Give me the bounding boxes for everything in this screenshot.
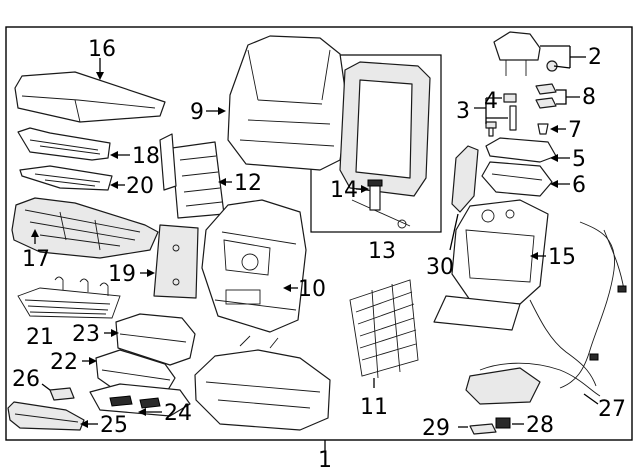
callout-6: 6 — [572, 173, 586, 198]
part-6-top-trim — [481, 161, 553, 197]
callout-3: 3 — [456, 99, 470, 124]
part-16-cushion-pad — [14, 71, 166, 123]
part-18-heater-pad — [17, 127, 111, 161]
part-26-clip — [49, 387, 75, 401]
callout-2: 2 — [588, 45, 602, 70]
callout-8: 8 — [582, 85, 596, 110]
part-28-connector — [495, 417, 511, 429]
callout-10: 10 — [298, 277, 326, 302]
callout-5: 5 — [572, 147, 586, 172]
callout-25: 25 — [100, 413, 128, 438]
part-30-side-bolster — [451, 145, 479, 213]
part-29-terminal — [469, 423, 497, 435]
part-2-headrest — [493, 31, 558, 76]
part-14-actuator — [367, 179, 383, 211]
part-21-spring-mat — [17, 276, 121, 319]
part-12-lumbar — [159, 133, 225, 219]
callout-26: 26 — [12, 367, 40, 392]
callout-4: 4 — [484, 89, 498, 114]
callout-23: 23 — [72, 322, 100, 347]
part-11-spring-suspension — [349, 279, 419, 379]
callout-30: 30 — [426, 255, 454, 280]
part-3-bolt — [485, 121, 497, 137]
callout-27: 27 — [598, 397, 626, 422]
callout-19: 19 — [108, 262, 136, 287]
callout-28: 28 — [526, 413, 554, 438]
part-23-foam — [115, 313, 196, 366]
part-20-cushion-mat — [19, 165, 113, 191]
part-9-back-pad — [227, 35, 349, 171]
callout-20: 20 — [126, 174, 154, 199]
part-22-cushion-side — [95, 349, 176, 396]
callout-12: 12 — [234, 171, 262, 196]
part-13-back-frame — [339, 61, 431, 229]
callout-21: 21 — [26, 325, 54, 350]
callout-11: 11 — [360, 395, 388, 420]
callout-16: 16 — [88, 37, 116, 62]
callout-15: 15 — [548, 245, 576, 270]
callout-1: 1 — [318, 448, 332, 471]
part-24-switch-bracket — [89, 383, 191, 417]
callout-13: 13 — [368, 239, 396, 264]
callout-18: 18 — [132, 144, 160, 169]
seat-track-assembly — [194, 335, 331, 431]
part-8-buttons — [535, 83, 557, 109]
callout-9: 9 — [190, 100, 204, 125]
part-27-wiring-harness — [465, 221, 627, 405]
callout-7: 7 — [568, 118, 582, 143]
callout-24: 24 — [164, 401, 192, 426]
callout-14: 14 — [330, 178, 358, 203]
part-7-pin — [537, 123, 549, 135]
assembly-frame — [5, 26, 633, 441]
part-19-back-panel — [153, 224, 199, 299]
part-25-trim-cover — [7, 401, 85, 431]
callout-22: 22 — [50, 350, 78, 375]
part-10-back-shell — [201, 199, 307, 333]
part-4-guide — [503, 93, 517, 131]
part-15-rear-shell — [433, 199, 549, 331]
part-5-bezel — [485, 137, 557, 163]
callout-29: 29 — [422, 416, 450, 441]
callout-17: 17 — [22, 247, 50, 272]
part-17-cushion-pan — [11, 197, 159, 259]
